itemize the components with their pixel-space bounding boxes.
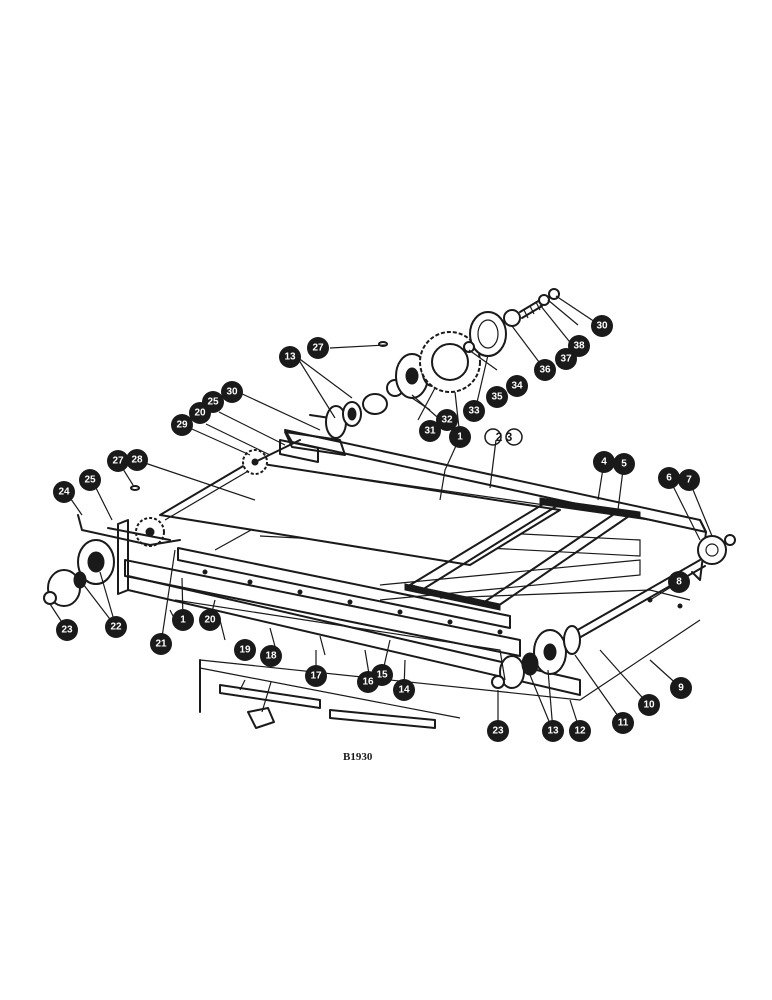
svg-text:17: 17 [310, 671, 322, 682]
callout-19: 19 [234, 639, 256, 661]
svg-text:32: 32 [441, 415, 453, 426]
callout-35: 35 [486, 386, 508, 408]
callout-22-right: 22 [105, 616, 127, 638]
svg-text:16: 16 [362, 677, 374, 688]
svg-text:35: 35 [491, 392, 503, 403]
svg-text:23: 23 [61, 625, 73, 636]
callout-7: 7 [678, 469, 700, 491]
svg-text:18: 18 [265, 651, 277, 662]
callout-10: 10 [638, 694, 660, 716]
svg-text:27: 27 [312, 343, 324, 354]
svg-text:13: 13 [547, 726, 559, 737]
callout-13-bottom: 13 [542, 720, 564, 742]
callouts: 27 13 30 25 20 29 28 27 25 24 31 32 33 3… [53, 315, 700, 742]
callout-16: 16 [357, 671, 379, 693]
callout-2-3: 2 3 [484, 428, 523, 446]
svg-text:21: 21 [155, 639, 167, 650]
callout-27-left: 27 [107, 450, 129, 472]
callout-31: 31 [419, 420, 441, 442]
svg-text:2 3: 2 3 [496, 430, 513, 444]
callout-28: 28 [126, 449, 148, 471]
callout-25-left: 25 [79, 469, 101, 491]
callout-23-right: 23 [487, 720, 509, 742]
slat-bars [404, 497, 641, 611]
callout-21: 21 [150, 633, 172, 655]
svg-text:10: 10 [643, 700, 655, 711]
svg-text:6: 6 [666, 473, 672, 484]
figure-id: B1930 [343, 751, 373, 763]
callout-1-top: 1 [449, 426, 471, 448]
callout-8: 8 [668, 571, 690, 593]
callout-4: 4 [593, 451, 615, 473]
svg-text:12: 12 [574, 726, 586, 737]
callout-24: 24 [53, 481, 75, 503]
svg-text:19: 19 [239, 645, 251, 656]
callout-23-left: 23 [56, 619, 78, 641]
svg-text:30: 30 [596, 321, 608, 332]
svg-text:38: 38 [573, 341, 585, 352]
callout-34: 34 [506, 375, 528, 397]
apron-belt [159, 461, 561, 566]
svg-text:33: 33 [468, 406, 480, 417]
callout-17: 17 [305, 665, 327, 687]
drive-shaft [559, 534, 736, 647]
callout-30-top: 30 [221, 381, 243, 403]
svg-text:34: 34 [511, 381, 523, 392]
callout-11: 11 [612, 712, 634, 734]
callout-20-top: 20 [189, 402, 211, 424]
svg-text:13: 13 [284, 352, 296, 363]
callout-29: 29 [171, 414, 193, 436]
svg-text:22: 22 [110, 622, 122, 633]
svg-text:27: 27 [112, 456, 124, 467]
svg-text:25: 25 [84, 475, 96, 486]
svg-text:23: 23 [492, 726, 504, 737]
front-left-bearing [43, 539, 115, 607]
callout-9: 9 [670, 677, 692, 699]
svg-text:4: 4 [601, 457, 607, 468]
callout-14: 14 [393, 679, 415, 701]
callout-32: 32 [436, 409, 458, 431]
left-sprocket [77, 514, 181, 547]
callout-6: 6 [658, 467, 680, 489]
callout-27-top: 27 [307, 337, 329, 359]
svg-text:28: 28 [131, 455, 143, 466]
front-right-bearing [491, 625, 581, 689]
svg-text:5: 5 [621, 459, 627, 470]
idler-sprocket [242, 439, 301, 475]
svg-text:30: 30 [226, 387, 238, 398]
svg-text:11: 11 [618, 718, 629, 729]
svg-text:1: 1 [457, 432, 463, 443]
svg-text:29: 29 [176, 420, 188, 431]
svg-text:15: 15 [376, 670, 388, 681]
callout-13-top: 13 [279, 346, 301, 368]
callout-30-right: 30 [591, 315, 613, 337]
callout-5: 5 [613, 453, 635, 475]
callout-1-bottom: 1 [172, 609, 194, 631]
svg-text:8: 8 [676, 577, 682, 588]
svg-text:37: 37 [560, 354, 572, 365]
svg-text:20: 20 [194, 408, 206, 419]
svg-text:7: 7 [686, 475, 692, 486]
callout-38: 38 [568, 335, 590, 357]
upper-bracket [279, 393, 388, 463]
callout-33: 33 [463, 400, 485, 422]
svg-text:36: 36 [539, 365, 551, 376]
slip-clutch [386, 288, 560, 399]
svg-text:14: 14 [398, 685, 410, 696]
svg-text:25: 25 [207, 397, 219, 408]
svg-text:9: 9 [678, 683, 684, 694]
callout-18: 18 [260, 645, 282, 667]
svg-text:24: 24 [58, 487, 70, 498]
callout-36: 36 [534, 359, 556, 381]
callout-12: 12 [569, 720, 591, 742]
svg-text:31: 31 [424, 426, 436, 437]
svg-text:1: 1 [180, 615, 186, 626]
svg-text:20: 20 [204, 615, 216, 626]
callout-20-bottom: 20 [199, 609, 221, 631]
